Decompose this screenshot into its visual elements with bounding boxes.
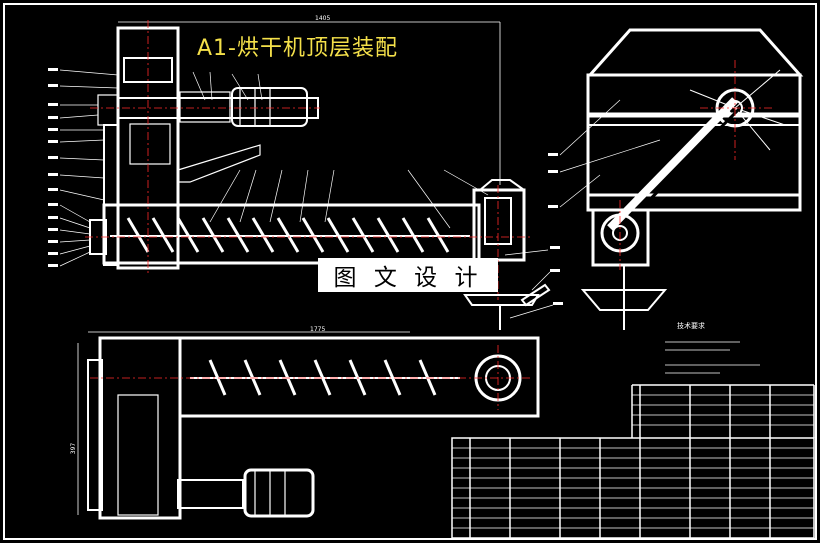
dimension-left-height: 397 <box>70 442 78 455</box>
leader-lines-left <box>59 69 119 267</box>
chute-parts <box>463 249 554 330</box>
dimension-bottom-span: 1775 <box>310 326 326 333</box>
notes-lines <box>665 341 760 374</box>
drawing-title: A1-烘干机顶层装配 <box>197 36 398 61</box>
end-view-dryer <box>559 28 804 330</box>
watermark-label: 图 文 设 计 <box>318 258 498 292</box>
dimension-top-span: 1405 <box>315 15 331 22</box>
centerlines <box>85 20 775 410</box>
technical-notes-title: 技术要求 <box>677 322 705 330</box>
part-number-marks <box>48 68 563 305</box>
top-view-screw-conveyor <box>89 179 526 265</box>
parts-list-table <box>451 384 815 539</box>
bottom-view <box>77 331 540 520</box>
sheet-border <box>3 3 817 540</box>
leader-lines-top <box>192 71 489 229</box>
